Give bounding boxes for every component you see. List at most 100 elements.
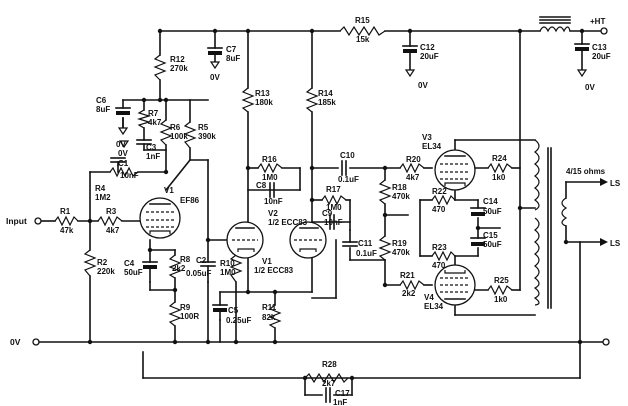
r21-ref: R21: [400, 271, 415, 280]
r11-ref: R11: [262, 303, 277, 312]
r12-value: 270k: [170, 64, 188, 73]
c5-value: 0.25uF: [226, 316, 251, 325]
c13-ref: C13: [592, 43, 607, 52]
r22-value: 470: [432, 205, 446, 214]
r1-value: 47k: [60, 226, 74, 235]
c1-capacitor: [110, 157, 126, 173]
c12-ref: C12: [420, 43, 435, 52]
r13-value: 180k: [255, 98, 273, 107]
r3-ref: R3: [106, 207, 117, 216]
resistors: [54, 25, 513, 384]
r20-value: 4k7: [406, 173, 420, 182]
r24-value: 1k0: [492, 173, 506, 182]
r9-ref: R9: [180, 303, 191, 312]
c3-capacitor: [136, 127, 167, 151]
r17-value: 1M0: [326, 203, 342, 212]
c9-capacitor: [329, 214, 335, 230]
v4-ref: V4: [424, 293, 434, 302]
r15-resistor: [339, 25, 386, 37]
v1b-ref: V1: [262, 257, 272, 266]
r1-resistor: [54, 215, 79, 227]
r10-resistor: [229, 254, 243, 283]
r7-value: 4k7: [148, 118, 162, 127]
r6-ref: R6: [170, 123, 181, 132]
r14-value: 185k: [318, 98, 336, 107]
c7-ref: C7: [226, 45, 237, 54]
r5-value: 390k: [198, 132, 216, 141]
r21-value: 2k2: [402, 289, 416, 298]
c15-capacitor: [470, 237, 486, 246]
r2-resistor: [83, 249, 97, 277]
output-transformer: [533, 139, 568, 309]
r25-resistor: [487, 284, 513, 296]
r1-ref: R1: [60, 207, 71, 216]
r11-resistor: [268, 304, 282, 329]
v2-ref: V2: [268, 209, 278, 218]
c8-capacitor: [269, 182, 275, 198]
v3-type: EL34: [422, 142, 442, 151]
ht-label: +HT: [590, 17, 605, 26]
c17-value: 1nF: [333, 398, 347, 406]
c7-ground: 0V: [210, 73, 220, 82]
r23-value: 470: [432, 261, 446, 270]
r11-value: 82k: [262, 313, 276, 322]
r5-resistor: [183, 121, 197, 149]
ls-bottom-label: LS: [610, 239, 621, 248]
c5-ref: C5: [228, 306, 239, 315]
r8-ref: R8: [180, 255, 191, 264]
c17-ref: C17: [335, 389, 350, 398]
c12-capacitor: [402, 45, 418, 78]
c4-value: 50uF: [124, 268, 143, 277]
r15-value: 15k: [356, 35, 370, 44]
r25-ref: R25: [494, 276, 509, 285]
c8-ref: C8: [256, 181, 267, 190]
r9-value: 100R: [180, 312, 199, 321]
v1b-type: 1/2 ECC83: [254, 266, 294, 275]
impedance-label: 4/15 ohms: [566, 167, 606, 176]
r5-ref: R5: [198, 123, 209, 132]
r24-resistor: [487, 162, 513, 174]
c8-value: 10nF: [264, 197, 283, 206]
r25-value: 1k0: [494, 295, 508, 304]
r17-ref: R17: [326, 185, 341, 194]
r16-resistor: [257, 162, 283, 174]
c7-capacitor: [207, 47, 223, 70]
r16-ref: R16: [262, 155, 277, 164]
c17-capacitor: [325, 387, 331, 403]
r9-resistor: [168, 301, 182, 327]
component-labels: +HT R15 15k C12 20uF 0V C13 20uF 0V R12 …: [6, 16, 621, 406]
c3-ref: C3: [146, 143, 157, 152]
r17-resistor: [321, 194, 347, 206]
r7-resistor: [136, 109, 152, 129]
tube-v4-el34: [434, 264, 476, 306]
r20-resistor: [399, 162, 425, 174]
v3-ref: V3: [422, 133, 432, 142]
r23-resistor: [431, 250, 456, 262]
c2-value: 0.05uF: [186, 269, 211, 278]
r3-resistor: [97, 215, 123, 227]
r6-value: 100k: [170, 132, 188, 141]
c9-ref: C9: [322, 209, 333, 218]
c13-ground: 0V: [585, 83, 595, 92]
r4-resistor: [109, 166, 139, 178]
r15-ref: R15: [355, 16, 370, 25]
choke-inductor: [539, 16, 571, 33]
v1-type: EF86: [180, 196, 200, 205]
c4-capacitor: [142, 261, 158, 283]
r6-resistor: [159, 119, 173, 146]
c14-value: 50uF: [483, 207, 502, 216]
v4-type: EL34: [424, 302, 444, 311]
c9-value: 10nF: [324, 218, 343, 227]
r18-ref: R18: [392, 183, 407, 192]
c13-capacitor: [574, 43, 590, 78]
c11-ref: C11: [358, 239, 373, 248]
r21-resistor: [399, 279, 425, 291]
r24-ref: R24: [492, 154, 507, 163]
tube-v2-ecc83: [289, 221, 327, 259]
c7-value: 8uF: [226, 54, 240, 63]
c10-capacitor: [341, 160, 347, 176]
c6-ground: 0V: [116, 140, 126, 149]
r28-value: 2k7: [322, 379, 336, 388]
c10-value: 0.1uF: [338, 175, 359, 184]
c14-capacitor: [470, 207, 486, 216]
